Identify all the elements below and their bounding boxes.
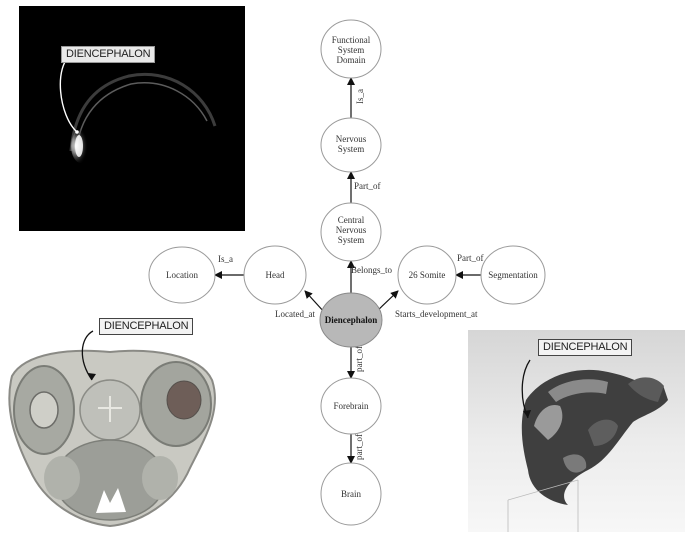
node-label-line: Location [166, 270, 198, 280]
edge-label-segmentation-somite: Part_of [457, 253, 484, 263]
node-26-somite: 26 Somite [398, 246, 456, 304]
node-label-line: Functional [332, 35, 371, 45]
edge-label-diencephalon-head: Located_at [275, 309, 315, 319]
edge-label-nervous-functional: Is_a [355, 89, 365, 104]
node-functional-system-domain: Functional System Domain [321, 20, 381, 78]
node-label-line: System [338, 45, 365, 55]
node-label-line: System [338, 235, 365, 245]
node-central-nervous-system: Central Nervous System [321, 203, 381, 261]
node-label-line: Head [266, 270, 285, 280]
edge-label-diencephalon-forebrain: part_of [354, 346, 364, 372]
node-forebrain: Forebrain [321, 378, 381, 434]
edge-label-head-location: Is_a [218, 254, 233, 264]
node-label-line: Nervous [336, 134, 367, 144]
node-label-line: Nervous [336, 225, 367, 235]
node-label-line: Brain [341, 489, 361, 499]
node-label-line: Central [338, 215, 365, 225]
edge-label-forebrain-brain: part_of [354, 434, 364, 460]
node-label-line: 26 Somite [409, 270, 446, 280]
edge-label-diencephalon-cns: Belongs_to [351, 265, 393, 275]
node-label-line: System [338, 144, 365, 154]
node-head: Head [244, 246, 306, 304]
edge-label-cns-nervous: Part_of [354, 181, 381, 191]
node-brain: Brain [321, 463, 381, 525]
node-location: Location [149, 247, 215, 303]
node-segmentation: Segmentation [481, 246, 545, 304]
node-label-line: Forebrain [334, 401, 369, 411]
node-label-line: Segmentation [488, 270, 538, 280]
node-diencephalon: Diencephalon [320, 293, 382, 347]
node-label-line: Domain [337, 55, 366, 65]
edge-label-diencephalon-somite: Starts_development_at [395, 309, 478, 319]
node-nervous-system: Nervous System [321, 118, 381, 172]
node-label-line: Diencephalon [325, 315, 378, 325]
